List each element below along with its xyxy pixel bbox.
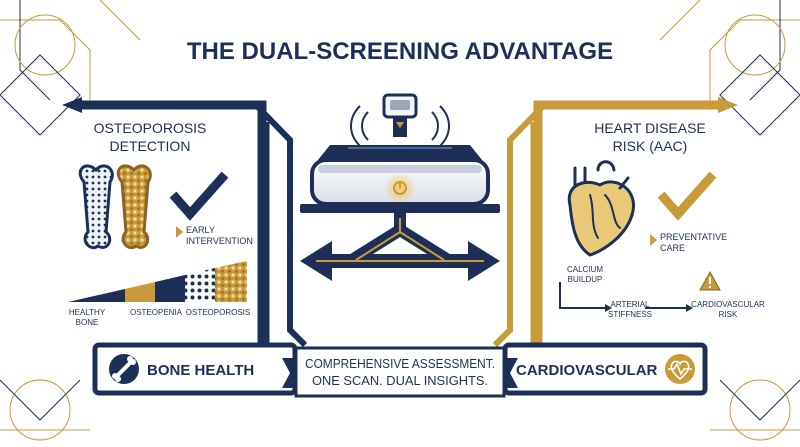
flow-step2-line2: STIFFNESS xyxy=(608,310,652,319)
scale-label-osteopenia: OSTEOPENIA xyxy=(130,308,183,317)
checkmark-icon xyxy=(169,171,229,221)
flow-step1-line1: CALCIUM xyxy=(567,265,603,274)
scan-wave-right-outer xyxy=(439,105,450,147)
scale-label-osteoporosis: OSTEOPOROSIS xyxy=(186,308,250,317)
ribbon-line1: COMPREHENSIVE ASSESSMENT. xyxy=(305,356,495,371)
flow-step3-line2: RISK xyxy=(719,310,738,319)
right-callout-line1: PREVENTATIVE xyxy=(660,232,727,242)
ribbon-line2: ONE SCAN. DUAL INSIGHTS. xyxy=(312,373,488,388)
checkmark-icon xyxy=(657,171,717,221)
left-frame xyxy=(62,97,308,355)
bone-density-scale xyxy=(68,261,247,302)
cardiovascular-label: CARDIOVASCULAR xyxy=(516,362,658,379)
calcification-flow xyxy=(559,282,693,312)
right-heading-line2: RISK (AAC) xyxy=(613,138,688,154)
left-heading-line2: DETECTION xyxy=(110,138,191,154)
bottom-bar-bone-health: BONE HEALTH xyxy=(92,342,298,396)
right-frame xyxy=(492,97,738,355)
bone-health-label: BONE HEALTH xyxy=(147,362,254,379)
bone-density-scanner-icon xyxy=(300,93,500,213)
scan-wave-right xyxy=(431,111,439,141)
flow-step2-line1: ARTERIAL xyxy=(611,300,651,309)
callout-arrow-icon xyxy=(650,234,657,246)
scale-label-healthy-line2: BONE xyxy=(76,318,99,327)
dual-arrow-network xyxy=(300,213,500,281)
bone-cross-section-icon xyxy=(78,164,152,249)
bone-icon xyxy=(112,356,136,382)
left-callout-line2: INTERVENTION xyxy=(186,236,253,246)
warning-triangle-icon xyxy=(699,270,721,291)
center-ribbon: COMPREHENSIVE ASSESSMENT. ONE SCAN. DUAL… xyxy=(282,346,518,398)
left-callout-line1: EARLY xyxy=(186,225,215,235)
corner-decoration-top-right xyxy=(659,0,800,136)
corner-decoration-bottom-right xyxy=(710,379,800,441)
heart-pulse-icon xyxy=(668,360,692,381)
page-title: THE DUAL-SCREENING ADVANTAGE xyxy=(187,38,613,65)
flow-step3-line1: CARDIOVASCULAR xyxy=(691,300,765,309)
callout-arrow-icon xyxy=(176,226,183,238)
bottom-bar-cardiovascular: CARDIOVASCULAR xyxy=(502,342,708,396)
flow-step1-line2: BUILDUP xyxy=(568,275,603,284)
corner-decoration-bottom-left xyxy=(0,379,90,441)
scan-wave-left-outer xyxy=(350,105,361,147)
anatomical-heart-icon xyxy=(567,160,635,257)
heart-icon-badge xyxy=(665,354,695,384)
corner-decoration-top-left xyxy=(0,0,141,136)
right-heading-line1: HEART DISEASE xyxy=(594,120,706,136)
left-heading-line1: OSTEOPOROSIS xyxy=(94,120,207,136)
scale-label-healthy-line1: HEALTHY xyxy=(69,308,106,317)
scan-wave-left xyxy=(361,111,369,141)
right-callout-line2: CARE xyxy=(660,243,685,253)
